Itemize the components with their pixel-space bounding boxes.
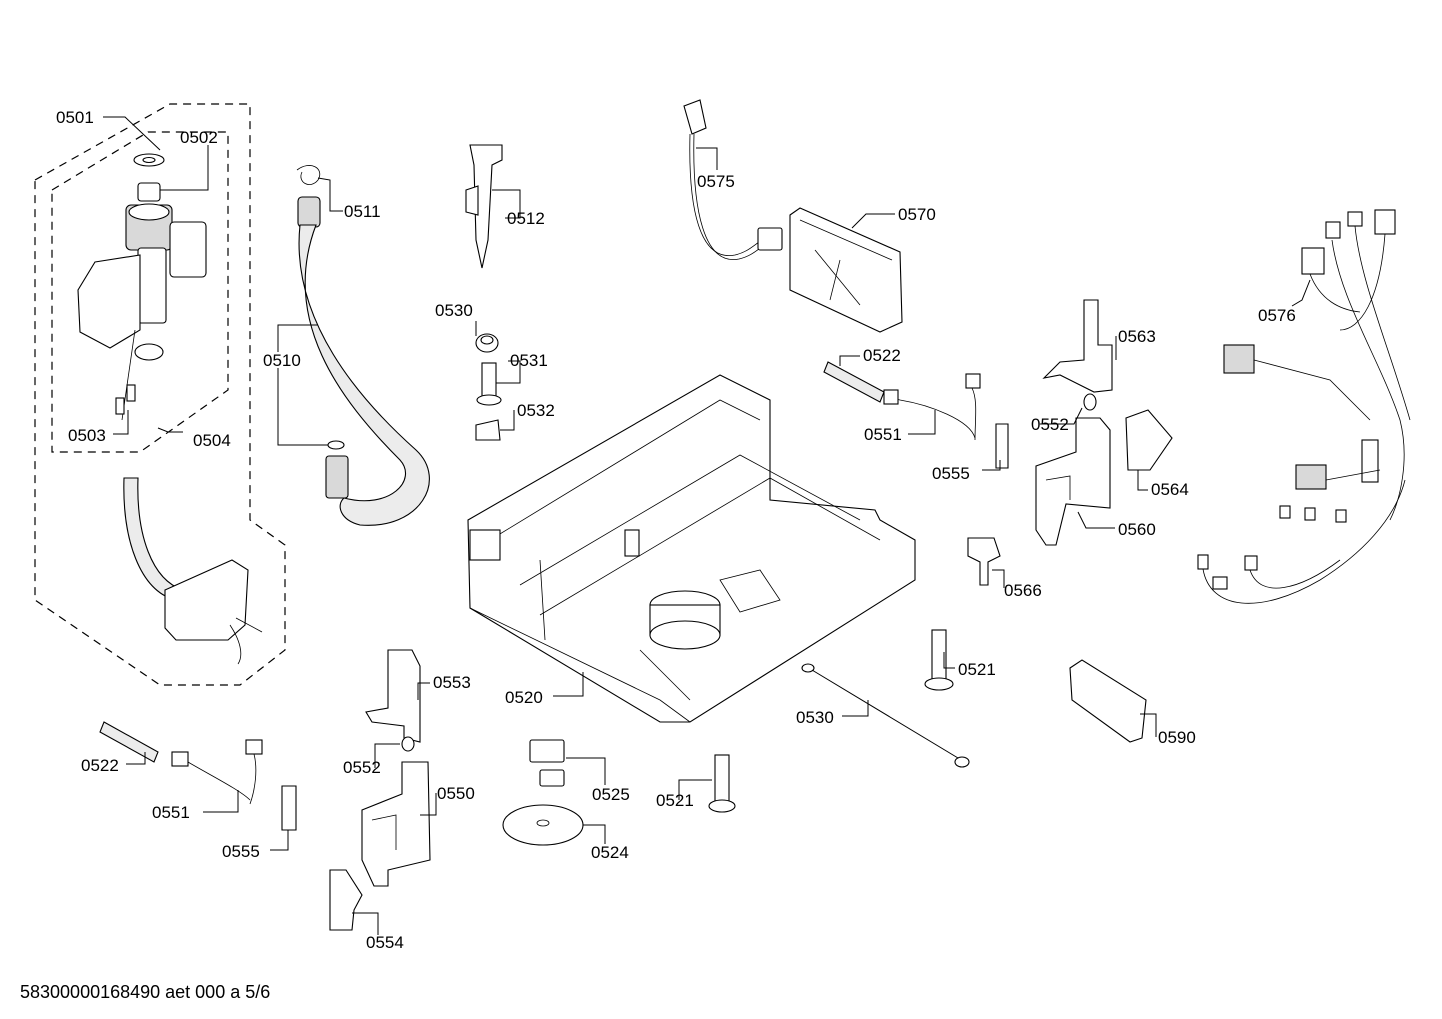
power-cable-part [683, 99, 783, 260]
label-0551-upper: 0551 [864, 425, 902, 444]
label-0590: 0590 [1158, 728, 1196, 747]
strip-part [1069, 659, 1147, 743]
label-0552-upper: 0552 [1031, 415, 1069, 434]
label-0501: 0501 [56, 108, 94, 127]
label-0525: 0525 [592, 785, 630, 804]
sensor-part [967, 537, 1001, 586]
cable-harness-part [1197, 209, 1411, 604]
hinge-bracket-part-upper [1042, 299, 1113, 393]
label-0564: 0564 [1151, 480, 1189, 499]
label-0555-lower: 0555 [222, 842, 260, 861]
label-0530-upper: 0530 [435, 301, 473, 320]
label-0520: 0520 [505, 688, 543, 707]
label-0566: 0566 [1004, 581, 1042, 600]
label-0503: 0503 [68, 426, 106, 445]
connector-block-part [1125, 409, 1173, 471]
label-0512: 0512 [507, 209, 545, 228]
screw-part-upper [924, 629, 954, 691]
leader-lines [103, 116, 1311, 935]
control-module-part [789, 207, 903, 333]
document-footer-code: 58300000168490 aet 000 a 5/6 [20, 982, 270, 1002]
label-0531: 0531 [510, 351, 548, 370]
label-0550: 0550 [437, 784, 475, 803]
label-0522-lower: 0522 [81, 756, 119, 775]
label-0521-upper: 0521 [958, 660, 996, 679]
label-0502: 0502 [180, 128, 218, 147]
label-0532: 0532 [517, 401, 555, 420]
clip-part-lower [281, 785, 297, 831]
label-0551-lower: 0551 [152, 803, 190, 822]
label-0555-upper: 0555 [932, 464, 970, 483]
label-0530-lower: 0530 [796, 708, 834, 727]
clip-ring-part-lower [401, 736, 415, 752]
disc-part [502, 804, 584, 846]
latch-part [329, 869, 363, 931]
label-0575: 0575 [697, 172, 735, 191]
aquastop-valve-part [77, 153, 207, 421]
hinge-part-lower [365, 649, 421, 743]
label-0522-upper: 0522 [863, 346, 901, 365]
support-bracket-part [1035, 417, 1111, 546]
part-labels: 0501 0502 0503 0504 0510 0511 0512 0530 … [56, 108, 1296, 952]
bracket-part-lower [361, 761, 431, 887]
drain-hose-part [296, 165, 430, 526]
label-0553: 0553 [433, 673, 471, 692]
clip-part-upper [995, 423, 1009, 469]
label-0524: 0524 [591, 843, 629, 862]
guide-rail-part [465, 144, 503, 269]
inlet-hose-part [123, 477, 263, 665]
label-0554: 0554 [366, 933, 404, 952]
label-0521-lower: 0521 [656, 791, 694, 810]
label-0510: 0510 [263, 351, 301, 370]
clip-ring-part-upper [1083, 393, 1097, 411]
rod-part [801, 663, 970, 768]
screw-part-lower [708, 754, 736, 813]
label-0552-lower: 0552 [343, 758, 381, 777]
label-0560: 0560 [1118, 520, 1156, 539]
label-0504: 0504 [193, 431, 231, 450]
label-0511: 0511 [344, 202, 381, 221]
water-inlet-assembly-group [34, 103, 286, 686]
label-0570: 0570 [898, 205, 936, 224]
label-0563: 0563 [1118, 327, 1156, 346]
switch-part [529, 739, 565, 787]
label-0576: 0576 [1258, 306, 1296, 325]
base-tub-part [467, 374, 916, 723]
spring-part-lower [99, 721, 263, 805]
spring-part-upper [823, 361, 981, 441]
screw-foot-parts [475, 333, 502, 441]
